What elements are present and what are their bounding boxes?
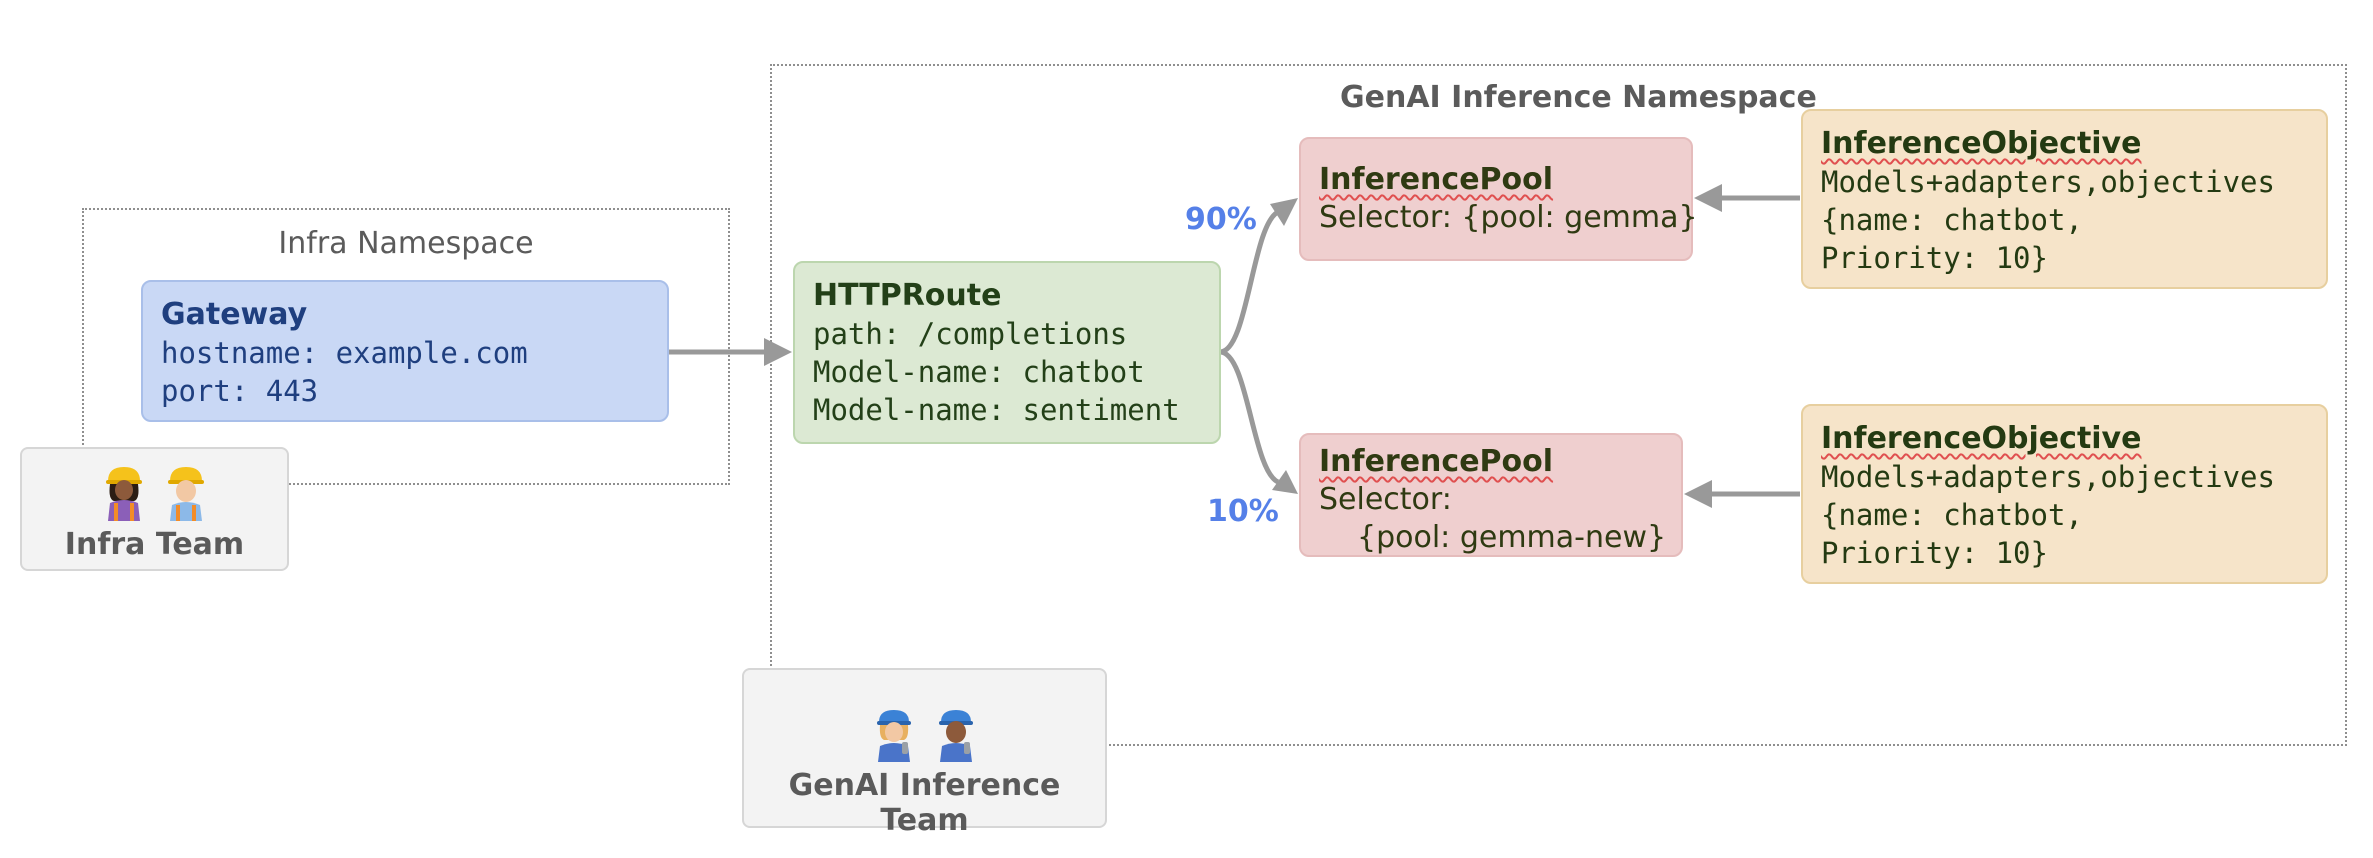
- inference-pool-selector-label: Selector:: [1319, 482, 1452, 517]
- infra-team-avatars: [22, 465, 287, 521]
- infra-team-card: Infra Team: [20, 447, 289, 571]
- httproute-title: HTTPRoute: [813, 278, 1002, 313]
- infra-namespace-boundary: [82, 208, 730, 485]
- inference-pool-gemma[interactable]: InferencePool Selector: {pool: gemma}: [1299, 137, 1698, 261]
- genai-team-card: GenAI Inference Team: [742, 668, 1107, 838]
- route-to-pool-10-arrowhead: [1272, 470, 1298, 494]
- weight-90-label: 90%: [1185, 202, 1257, 237]
- inference-objective-title: InferenceObjective: [1821, 421, 2142, 456]
- inference-objective-description: Models+adapters,objectives: [1821, 460, 2275, 494]
- genai-team-avatars: [744, 706, 1105, 762]
- httproute-model-sentiment: Model-name: sentiment: [813, 393, 1180, 427]
- inference-pool-selector-value: {pool: gemma-new}: [1357, 520, 1667, 555]
- httproute-model-chatbot: Model-name: chatbot: [813, 355, 1145, 389]
- inference-pool-selector: Selector: {pool: gemma}: [1319, 200, 1698, 235]
- genai-team-label: GenAI Inference Team: [788, 768, 1061, 838]
- genai-namespace-boundary: [770, 64, 2347, 746]
- inference-objective-priority: Priority: 10}: [1821, 536, 2048, 570]
- inference-objective-name: {name: chatbot,: [1821, 203, 2083, 237]
- inference-pool-gemma-new[interactable]: InferencePool Selector: {pool: gemma-new…: [1299, 433, 1683, 557]
- mechanic-woman-icon: [876, 710, 911, 762]
- inference-objective-bottom[interactable]: InferenceObjective Models+adapters,objec…: [1801, 404, 2328, 584]
- httproute-node[interactable]: HTTPRoute path: /completions Model-name:…: [793, 261, 1221, 444]
- route-to-pool-10-arrow: [1219, 349, 1280, 485]
- gateway-port: port: 443: [161, 374, 319, 408]
- genai-namespace-title: GenAI Inference Namespace: [1340, 80, 1817, 115]
- inference-pool-title: InferencePool: [1319, 162, 1554, 197]
- httproute-path: path: /completions: [813, 317, 1128, 351]
- mechanic-man-icon: [938, 710, 973, 762]
- inference-objective-top[interactable]: InferenceObjective Models+adapters,objec…: [1801, 109, 2328, 289]
- gateway-hostname: hostname: example.com: [161, 336, 528, 370]
- inference-objective-priority: Priority: 10}: [1821, 241, 2048, 275]
- weight-10-label: 10%: [1207, 494, 1279, 529]
- objective-to-pool-bottom-arrowhead: [1684, 480, 1712, 508]
- gateway-node[interactable]: Gateway hostname: example.com port: 443: [141, 280, 669, 422]
- gateway-title: Gateway: [161, 297, 308, 332]
- infra-team-label: Infra Team: [64, 527, 245, 562]
- construction-worker-woman-icon: [105, 467, 142, 521]
- route-to-pool-90-arrowhead: [1270, 198, 1298, 226]
- infra-namespace-title: Infra Namespace: [278, 226, 534, 261]
- inference-objective-name: {name: chatbot,: [1821, 498, 2083, 532]
- route-to-pool-90-arrow: [1219, 209, 1280, 355]
- inference-pool-title: InferencePool: [1319, 444, 1554, 479]
- gateway-to-route-arrowhead: [764, 338, 792, 366]
- construction-worker-man-icon: [167, 467, 204, 521]
- inference-objective-description: Models+adapters,objectives: [1821, 165, 2275, 199]
- inference-objective-title: InferenceObjective: [1821, 126, 2142, 161]
- objective-to-pool-top-arrowhead: [1694, 184, 1722, 212]
